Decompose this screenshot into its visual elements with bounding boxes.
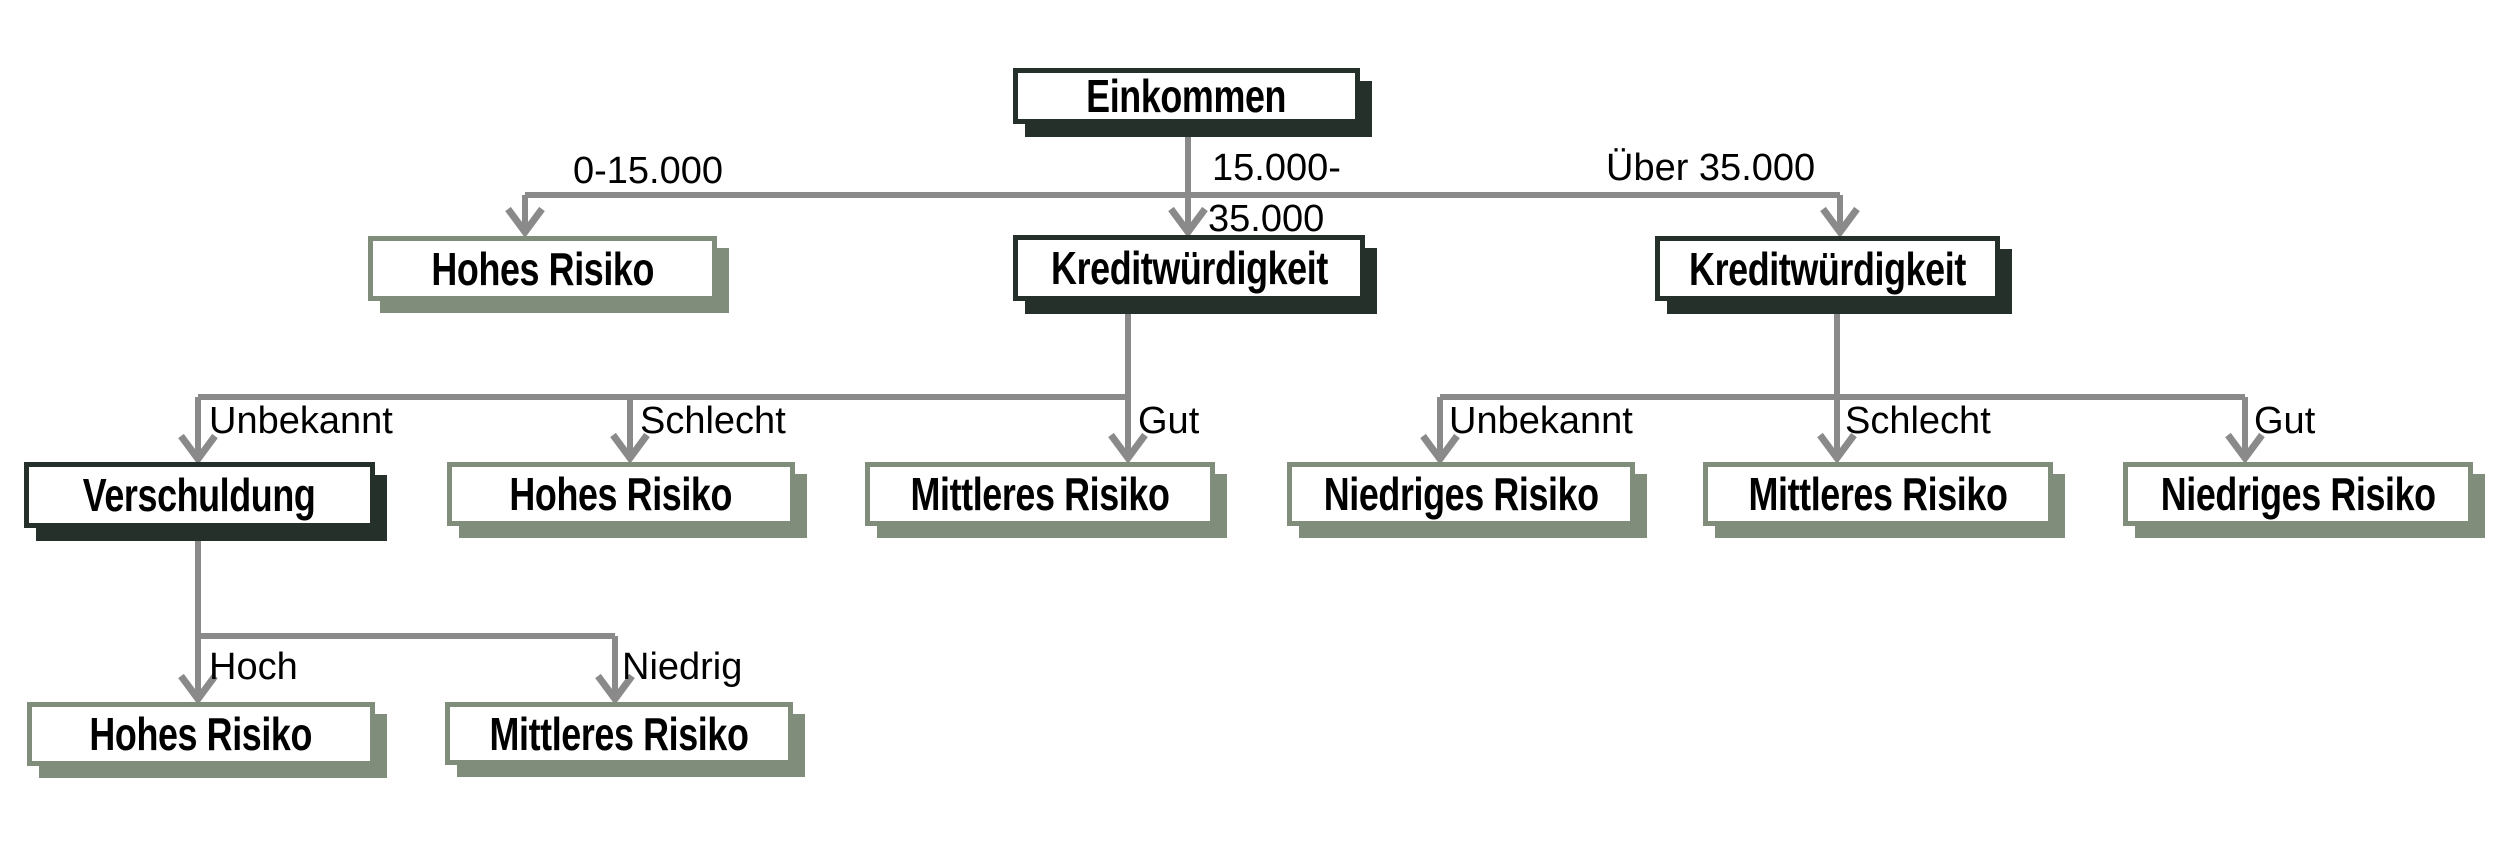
edge-label: 35.000 [1208,198,1325,240]
arrowhead-down-icon [1420,433,1460,465]
node-mittleres-risiko-3: Mittleres Risiko [445,702,793,765]
node-label: Kreditwürdigkeit [1689,242,1966,295]
node-verschuldung: Verschuldung [24,462,375,528]
node-niedriges-risiko-2: Niedriges Risiko [2123,462,2473,526]
node-mittleres-risiko-2: Mittleres Risiko [1703,462,2053,526]
edge-label: Unbekannt [209,400,393,442]
arrowhead-down-icon [610,432,650,464]
arrowhead-down-icon [178,433,218,465]
edge-label: Gut [2254,400,2316,442]
node-einkommen: Einkommen [1013,68,1360,124]
edge-label: 15.000- [1212,147,1341,189]
edge-label: 0-15.000 [573,150,724,192]
edge-label: Schlecht [640,400,786,442]
node-label: Verschuldung [83,469,316,521]
node-label: Hohes Risiko [509,468,733,520]
node-hohes-risiko-2: Hohes Risiko [447,462,795,526]
arrowhead-down-icon [595,673,635,705]
arrowhead-down-icon [1168,206,1208,238]
node-label: Einkommen [1086,70,1287,122]
arrowhead-down-icon [505,206,545,238]
arrowhead-down-icon [1108,432,1148,464]
node-label: Mittleres Risiko [489,707,749,760]
arrowhead-down-icon [178,673,218,705]
node-label: Hohes Risiko [431,242,654,295]
node-label: Mittleres Risiko [910,468,1170,520]
node-label: Niedriges Risiko [1323,468,1599,520]
node-mittleres-risiko-1: Mittleres Risiko [865,462,1215,526]
node-niedriges-risiko-1: Niedriges Risiko [1287,462,1635,526]
edge-label: Hoch [209,646,298,688]
arrowhead-down-icon [1817,432,1857,464]
edge-label: Niedrig [622,646,743,688]
edge-label: Unbekannt [1449,400,1633,442]
arrowhead-down-icon [1820,206,1860,238]
arrowhead-down-icon [2225,432,2265,464]
node-label: Mittleres Risiko [1748,468,2008,520]
node-kreditwuerdigkeit-2: Kreditwürdigkeit [1655,236,2000,301]
edge-label: Schlecht [1845,400,1991,442]
edge-label: Über 35.000 [1606,147,1816,189]
node-label: Kreditwürdigkeit [1050,242,1328,294]
node-kreditwuerdigkeit-1: Kreditwürdigkeit [1013,235,1365,301]
node-label: Niedriges Risiko [2160,468,2436,520]
node-hohes-risiko-1: Hohes Risiko [368,236,717,301]
node-hohes-risiko-3: Hohes Risiko [27,702,375,766]
edge-label: Gut [1138,400,1200,442]
node-label: Hohes Risiko [89,708,313,760]
